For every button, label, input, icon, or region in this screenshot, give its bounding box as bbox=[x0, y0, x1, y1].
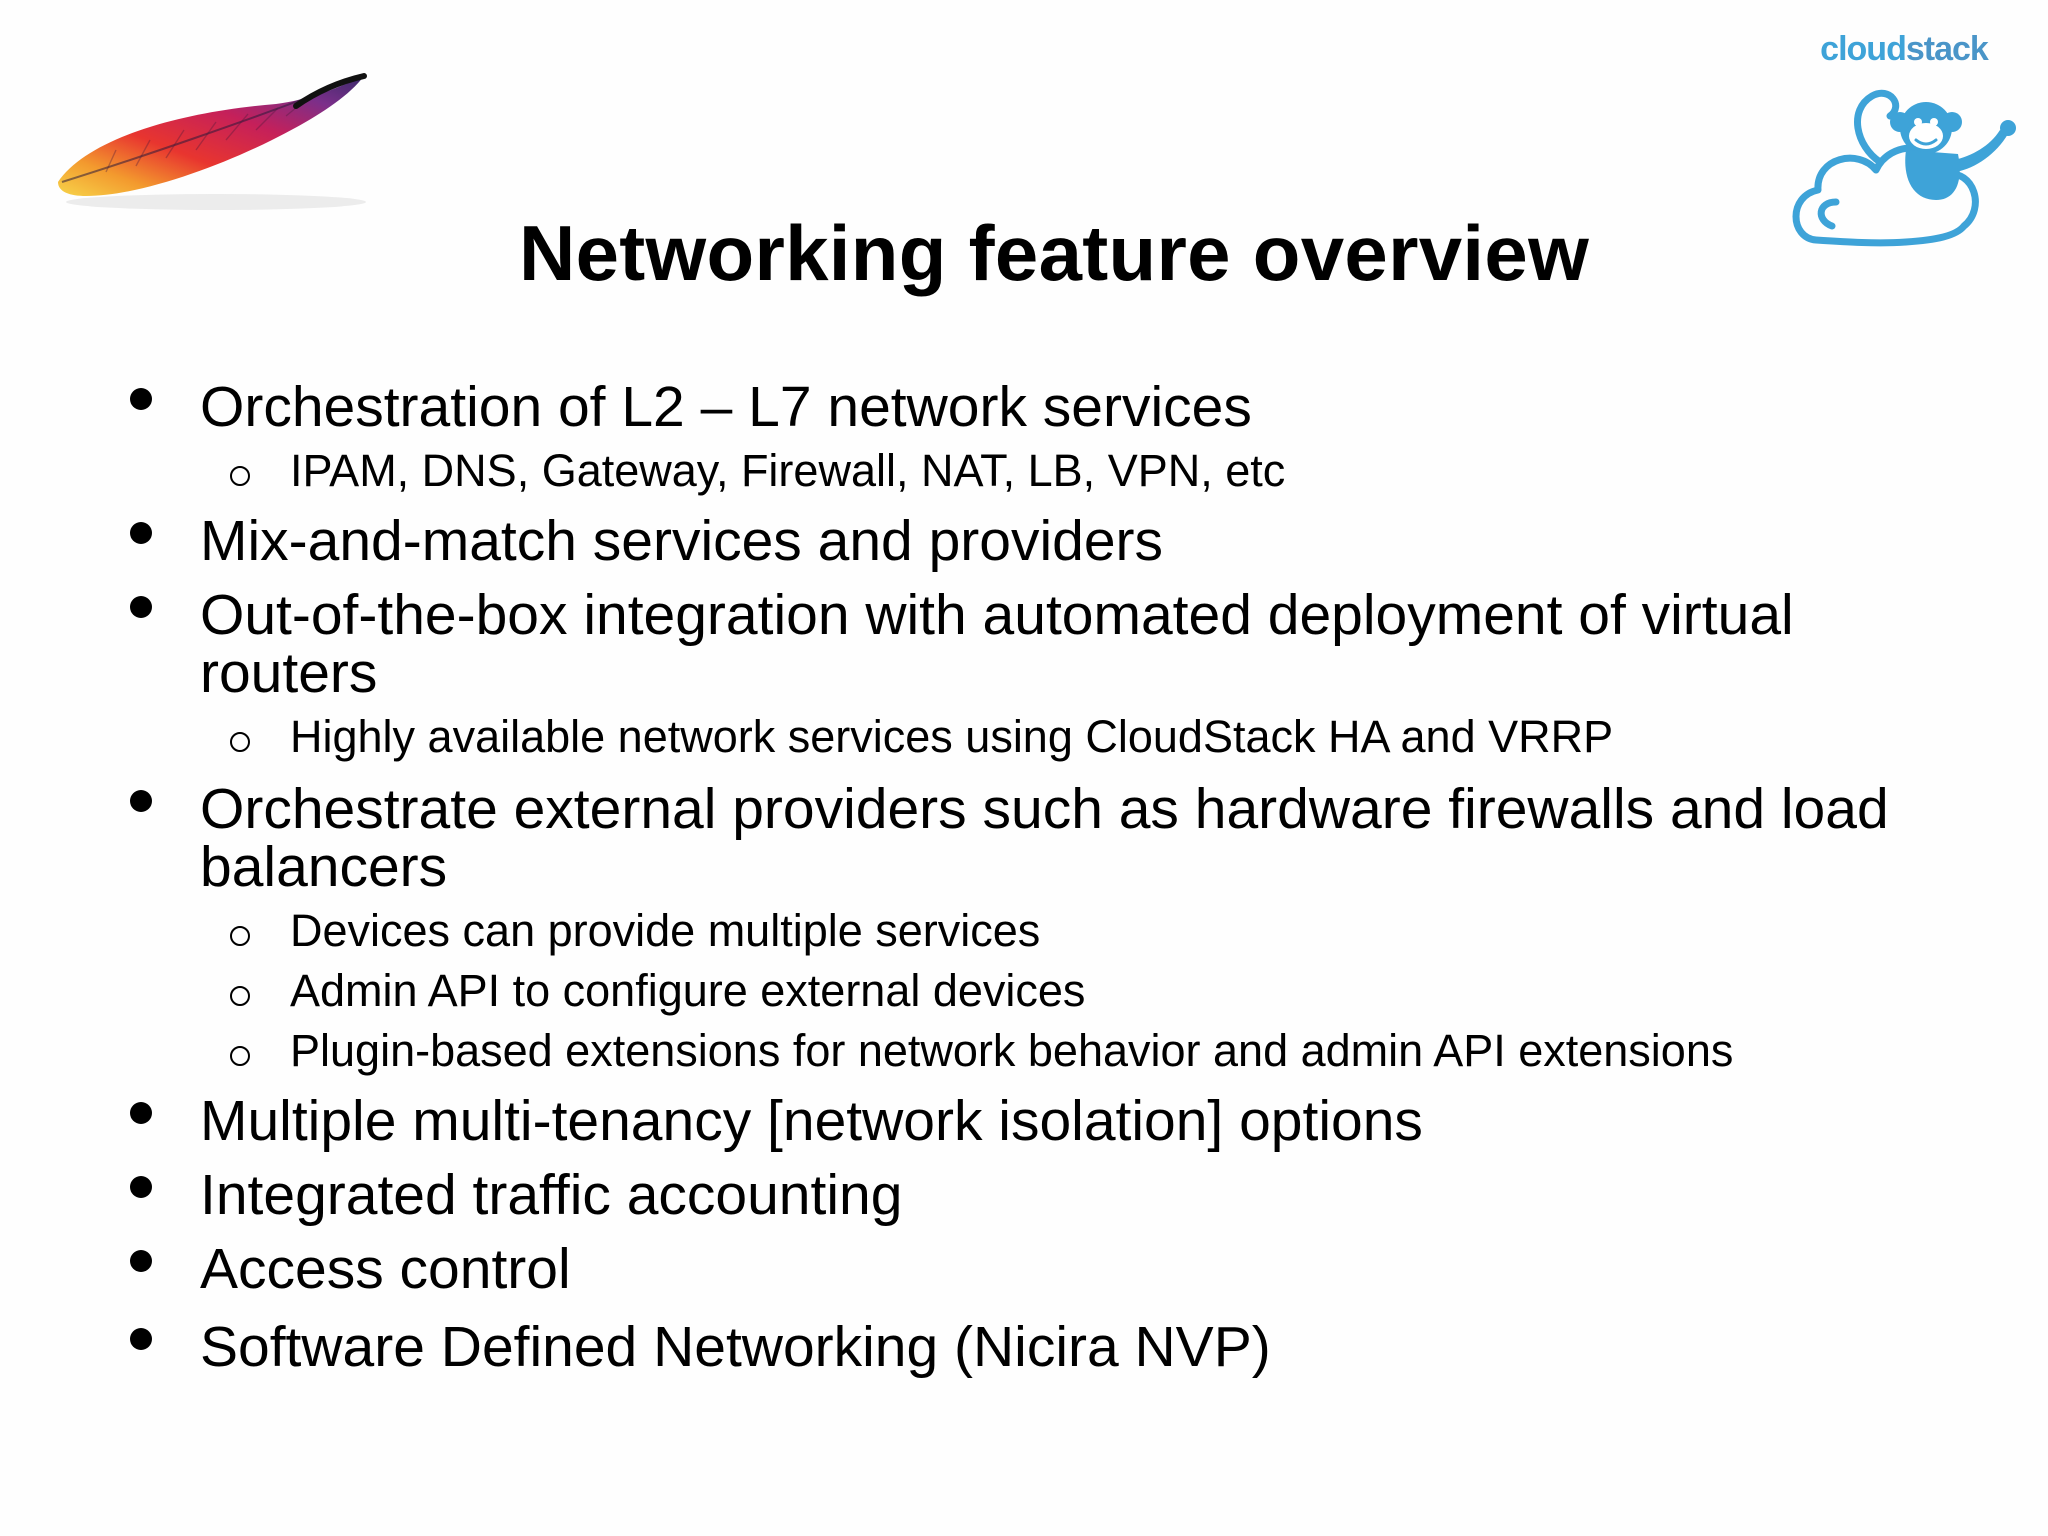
bullet-marker bbox=[120, 1166, 160, 1206]
bullet-marker bbox=[120, 378, 160, 418]
cloudstack-wordmark-stack: stack bbox=[1905, 30, 1989, 68]
sub-bullet-item: Highly available network services using … bbox=[290, 711, 1614, 762]
sub-bullet-marker bbox=[228, 982, 258, 1012]
bullet-item: Orchestration of L2 – L7 network service… bbox=[200, 375, 1252, 439]
apache-feather-logo bbox=[58, 73, 367, 210]
cloudstack-monkey-cloud-icon bbox=[1792, 90, 2016, 247]
sub-bullet-item: Devices can provide multiple services bbox=[290, 905, 1041, 956]
cloudstack-logo: cloudstack bbox=[1786, 30, 2022, 260]
bullet-marker bbox=[120, 586, 160, 626]
sub-bullet-marker bbox=[228, 728, 258, 758]
sub-bullet-item: IPAM, DNS, Gateway, Firewall, NAT, LB, V… bbox=[290, 445, 1286, 496]
bullet-marker bbox=[120, 1318, 160, 1358]
cloudstack-wordmark: cloudstack bbox=[1786, 30, 2022, 69]
cloudstack-wordmark-cloud: cloud bbox=[1820, 30, 1907, 68]
bullet-marker bbox=[120, 1092, 160, 1132]
bullet-item: Software Defined Networking (Nicira NVP) bbox=[200, 1315, 1271, 1379]
bullet-marker bbox=[120, 1240, 160, 1280]
bullet-marker bbox=[120, 780, 160, 820]
sub-bullet-item: Plugin-based extensions for network beha… bbox=[290, 1025, 1734, 1076]
bullet-item: Integrated traffic accounting bbox=[200, 1163, 903, 1227]
slide-title: Networking feature overview bbox=[518, 209, 1590, 297]
sub-bullet-marker bbox=[228, 1042, 258, 1072]
bullet-item: Multiple multi-tenancy [network isolatio… bbox=[200, 1089, 1423, 1153]
bullet-item: Access control bbox=[200, 1237, 571, 1301]
bullet-item: Out-of-the-box integration with automate… bbox=[200, 583, 1794, 705]
bullet-item: Orchestrate external providers such as h… bbox=[200, 777, 1889, 899]
sub-bullet-item: Admin API to configure external devices bbox=[290, 965, 1086, 1016]
sub-bullet-marker bbox=[228, 462, 258, 492]
bullet-marker bbox=[120, 512, 160, 552]
bullet-item: Mix-and-match services and providers bbox=[200, 509, 1164, 573]
sub-bullet-marker bbox=[228, 922, 258, 952]
